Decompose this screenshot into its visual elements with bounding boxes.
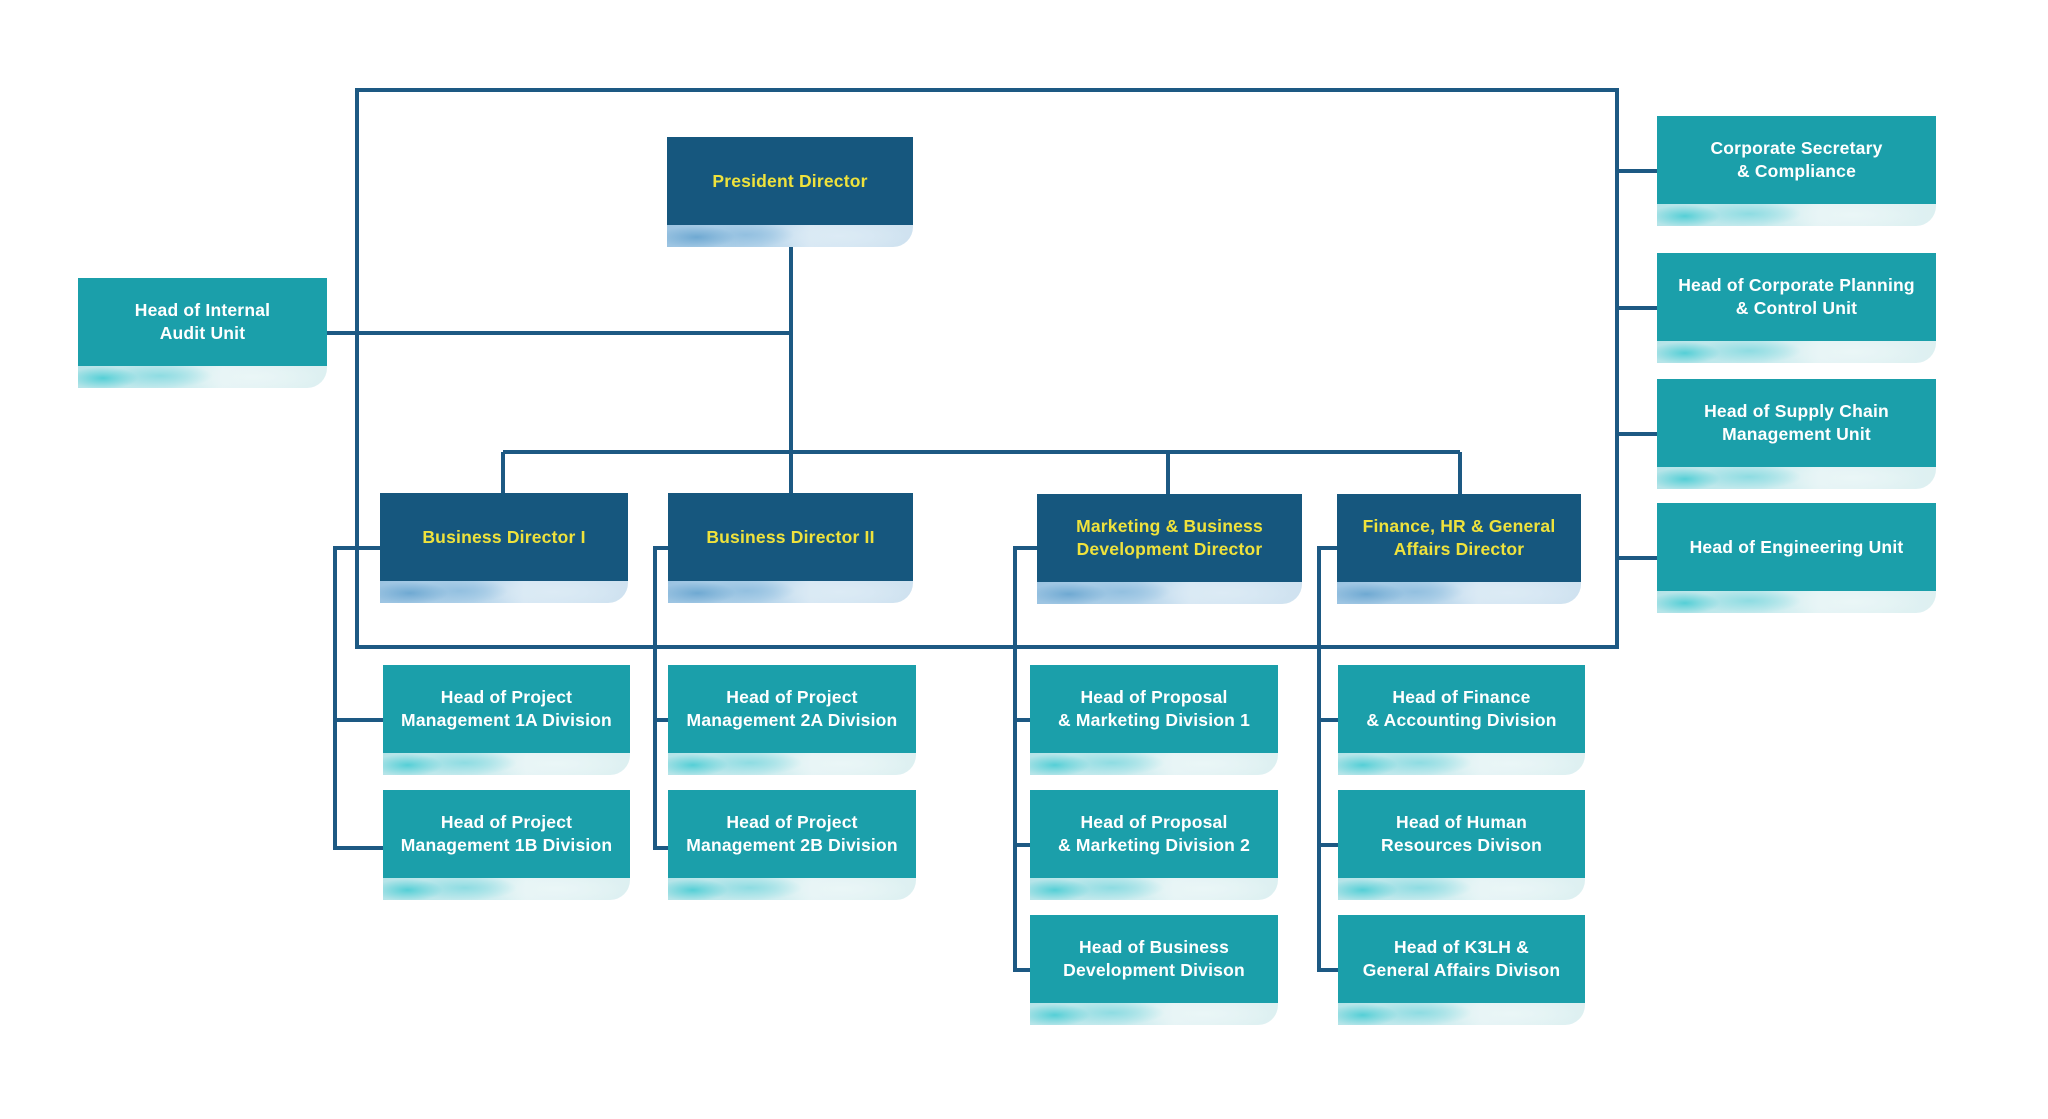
watercolor-strip <box>668 753 916 775</box>
node-president-director: President Director <box>667 137 913 247</box>
node-label: Head of Project Management 1B Division <box>383 790 630 878</box>
watercolor-strip <box>1338 753 1585 775</box>
node-business-director-2: Business Director II <box>668 493 913 603</box>
node-label: Corporate Secretary & Compliance <box>1657 116 1936 204</box>
connector-bd2-divisions <box>653 546 668 850</box>
node-corporate-secretary: Corporate Secretary & Compliance <box>1657 116 1936 226</box>
watercolor-strip <box>1657 341 1936 363</box>
watercolor-strip <box>1657 204 1936 226</box>
node-supply-chain: Head of Supply Chain Management Unit <box>1657 379 1936 489</box>
node-marketing-business-dev-director: Marketing & Business Development Directo… <box>1037 494 1302 604</box>
node-label: Head of Proposal & Marketing Division 1 <box>1030 665 1278 753</box>
node-label: Head of Finance & Accounting Division <box>1338 665 1585 753</box>
node-finance-accounting: Head of Finance & Accounting Division <box>1338 665 1585 775</box>
node-label: Business Director II <box>668 493 913 581</box>
watercolor-strip <box>1037 582 1302 604</box>
watercolor-strip <box>1338 878 1585 900</box>
node-label: Head of Project Management 2A Division <box>668 665 916 753</box>
watercolor-strip <box>667 225 913 247</box>
connector-bd1-divisions <box>333 546 383 850</box>
node-label: Head of Project Management 2B Division <box>668 790 916 878</box>
watercolor-strip <box>668 581 913 603</box>
node-label: Head of K3LH & General Affairs Divison <box>1338 915 1585 1003</box>
node-proposal-marketing-1: Head of Proposal & Marketing Division 1 <box>1030 665 1278 775</box>
node-label: Head of Business Development Divison <box>1030 915 1278 1003</box>
node-pm-2b-division: Head of Project Management 2B Division <box>668 790 916 900</box>
watercolor-strip <box>1030 1003 1278 1025</box>
connector-frame <box>355 88 1619 649</box>
watercolor-strip <box>383 753 630 775</box>
node-label: Head of Human Resources Divison <box>1338 790 1585 878</box>
node-human-resources: Head of Human Resources Divison <box>1338 790 1585 900</box>
node-business-director-1: Business Director I <box>380 493 628 603</box>
node-head-internal-audit: Head of Internal Audit Unit <box>78 278 327 388</box>
node-label: Head of Proposal & Marketing Division 2 <box>1030 790 1278 878</box>
watercolor-strip <box>1337 582 1581 604</box>
node-label: Head of Internal Audit Unit <box>78 278 327 366</box>
watercolor-strip <box>383 878 630 900</box>
node-label: Business Director I <box>380 493 628 581</box>
node-pm-2a-division: Head of Project Management 2A Division <box>668 665 916 775</box>
node-label: President Director <box>667 137 913 225</box>
node-label: Head of Engineering Unit <box>1657 503 1936 591</box>
watercolor-strip <box>1030 878 1278 900</box>
watercolor-strip <box>1338 1003 1585 1025</box>
node-pm-1a-division: Head of Project Management 1A Division <box>383 665 630 775</box>
watercolor-strip <box>1657 591 1936 613</box>
node-label: Marketing & Business Development Directo… <box>1037 494 1302 582</box>
watercolor-strip <box>1030 753 1278 775</box>
connector-finance-divisions <box>1317 546 1338 972</box>
watercolor-strip <box>78 366 327 388</box>
node-engineering-unit: Head of Engineering Unit <box>1657 503 1936 613</box>
watercolor-strip <box>1657 467 1936 489</box>
node-proposal-marketing-2: Head of Proposal & Marketing Division 2 <box>1030 790 1278 900</box>
watercolor-strip <box>668 878 916 900</box>
node-pm-1b-division: Head of Project Management 1B Division <box>383 790 630 900</box>
node-k3lh-general-affairs: Head of K3LH & General Affairs Divison <box>1338 915 1585 1025</box>
node-business-development: Head of Business Development Divison <box>1030 915 1278 1025</box>
watercolor-strip <box>380 581 628 603</box>
node-label: Head of Corporate Planning & Control Uni… <box>1657 253 1936 341</box>
node-label: Head of Project Management 1A Division <box>383 665 630 753</box>
node-label: Finance, HR & General Affairs Director <box>1337 494 1581 582</box>
node-finance-hr-ga-director: Finance, HR & General Affairs Director <box>1337 494 1581 604</box>
connector-marketing-divisions <box>1013 546 1037 972</box>
node-corporate-planning: Head of Corporate Planning & Control Uni… <box>1657 253 1936 363</box>
node-label: Head of Supply Chain Management Unit <box>1657 379 1936 467</box>
